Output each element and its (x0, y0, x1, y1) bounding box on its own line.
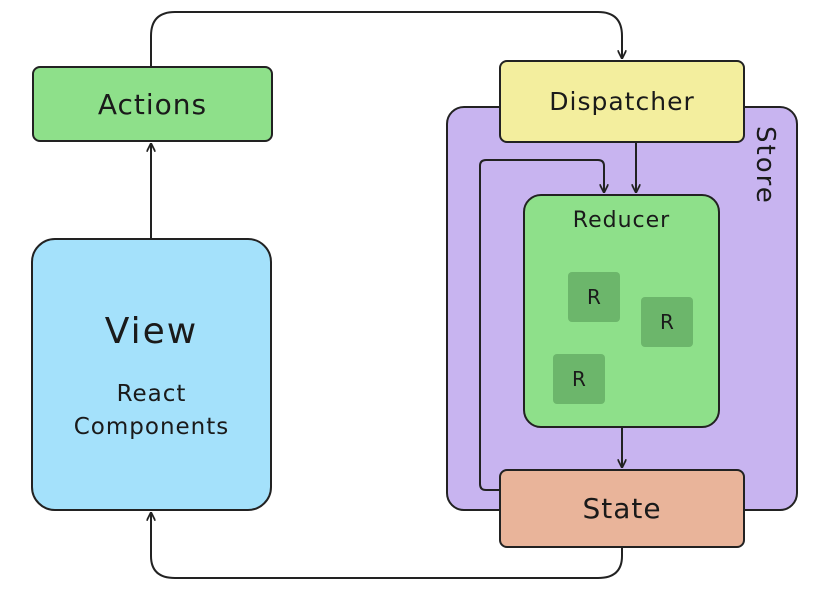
state-node: State (499, 469, 745, 548)
view-subtitle: React Components (74, 378, 230, 444)
view-subtitle-line1: React (116, 381, 187, 407)
actions-node: Actions (32, 66, 273, 142)
view-node: View React Components (31, 238, 272, 511)
reducer-item: R (641, 297, 693, 347)
arrow-state-to-reducer (479, 159, 604, 491)
dispatcher-label: Dispatcher (549, 87, 695, 116)
store-label: Store (750, 126, 780, 205)
actions-label: Actions (97, 87, 208, 121)
state-label: State (582, 492, 662, 525)
arrow-actions-to-dispatcher (150, 11, 622, 66)
arrow-state-to-view (151, 513, 623, 579)
view-subtitle-line2: Components (73, 414, 230, 440)
reducer-item: R (553, 354, 605, 404)
view-title: View (104, 311, 199, 352)
dispatcher-node: Dispatcher (499, 60, 745, 143)
reducer-item: R (568, 272, 620, 322)
reducer-label: Reducer (572, 208, 671, 233)
